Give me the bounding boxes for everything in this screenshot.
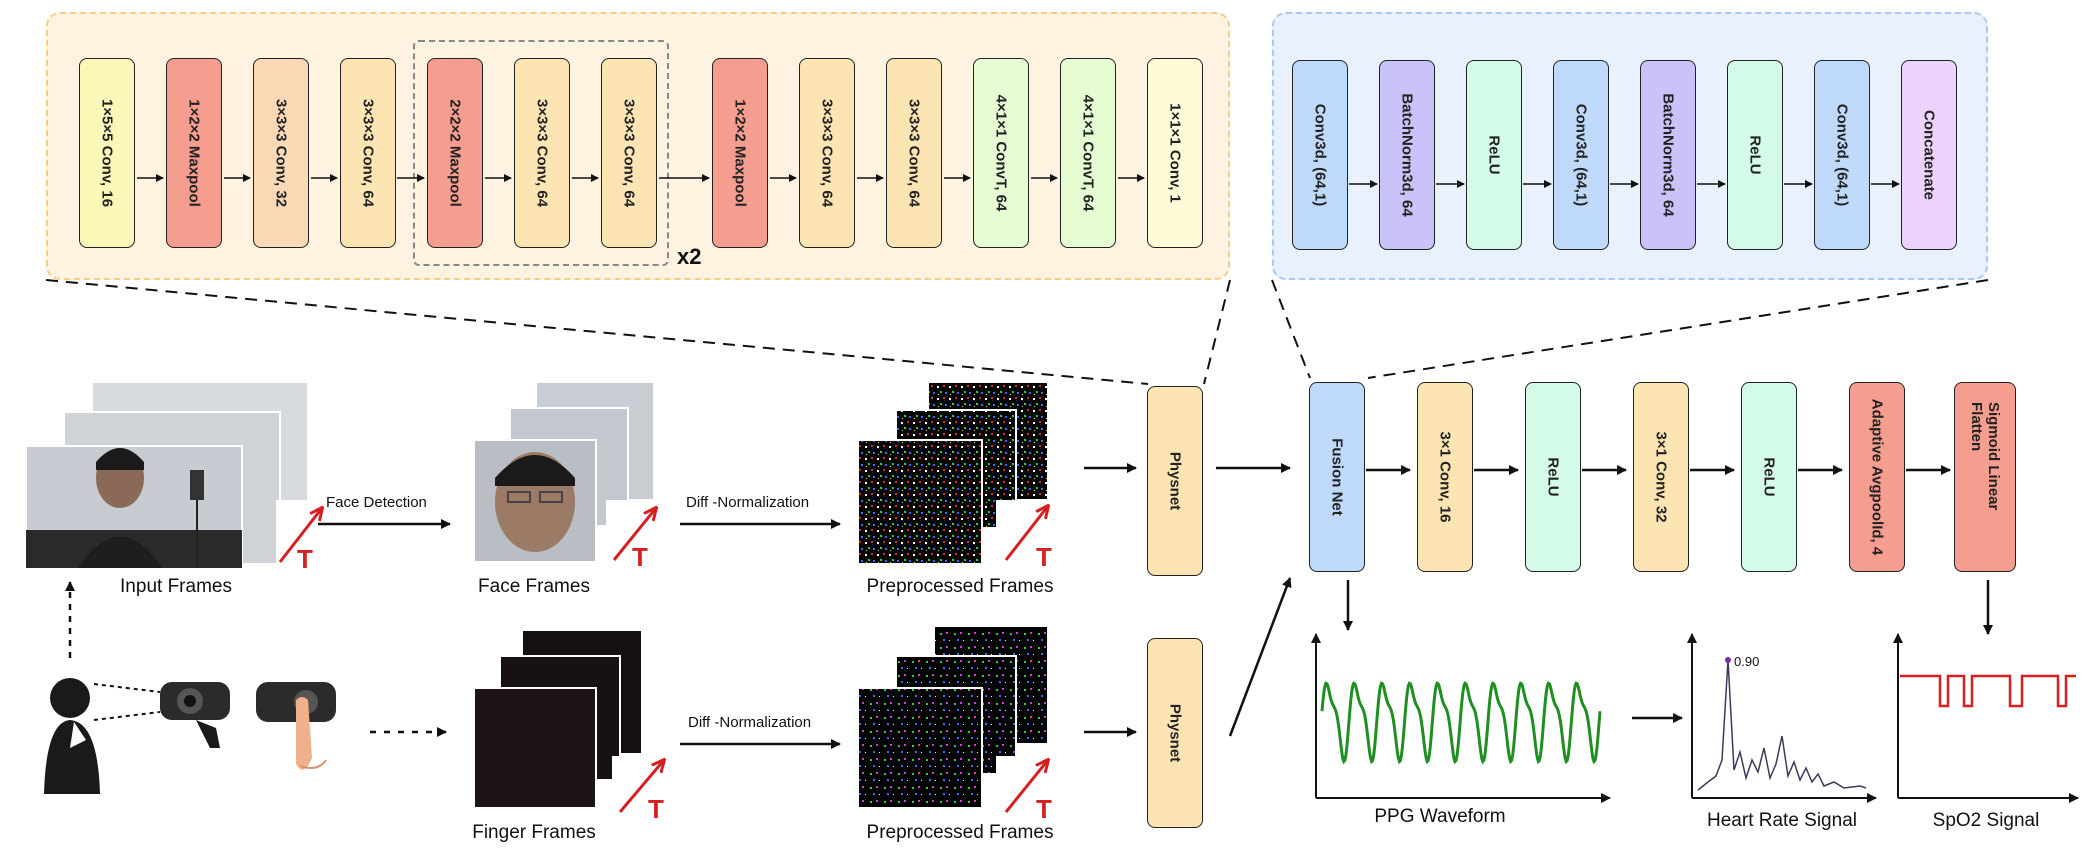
spo2-chart xyxy=(1893,633,2079,803)
zoom-lines xyxy=(45,279,1989,385)
pipeline-arrows xyxy=(65,463,1993,749)
spo2-square-wave xyxy=(1900,674,2076,708)
time-label-prep-bottom: T xyxy=(1036,794,1052,824)
fusion-layer-1: Conv3d, (64,1) xyxy=(1292,60,1348,250)
time-label-prep-top: T xyxy=(1036,542,1052,572)
physnet-layer-2: 1×2×2 Maxpool xyxy=(166,58,222,248)
hr-spectrum-line xyxy=(1697,659,1867,791)
physnet-block-top: Physnet xyxy=(1147,386,1203,576)
head-layer-conv32: 3×1 Conv, 32 xyxy=(1633,382,1689,572)
head-layer-fusion-net: Fusion Net xyxy=(1309,382,1365,572)
red-time-arrow-input xyxy=(276,500,330,566)
fusion-layer-5: BatchNorm3d, 64 xyxy=(1640,60,1696,250)
head-layer-output: Sigmoid Linear Flatten xyxy=(1954,382,2016,572)
physnet-layer-4: 3×3×3 Conv, 64 xyxy=(340,58,396,248)
fusion-layer-4: Conv3d, (64,1) xyxy=(1553,60,1609,250)
time-label-face: T xyxy=(632,542,648,572)
camera-sight-lines xyxy=(93,683,161,721)
physnet-layer-9: 3×3×3 Conv, 64 xyxy=(799,58,855,248)
physnet-layer-5: 2×2×2 Maxpool xyxy=(427,58,483,248)
fusion-layer-2: BatchNorm3d, 64 xyxy=(1379,60,1435,250)
head-layer-avgpool: Adaptive AvgpoolId, 4 xyxy=(1849,382,1905,572)
physnet-layer-3: 3×3×3 Conv, 32 xyxy=(253,58,309,248)
hr-peak-marker xyxy=(1725,657,1731,663)
input-frames-stack xyxy=(25,381,309,569)
face-detection-label: Face Detection xyxy=(326,494,427,511)
ppg-chart xyxy=(1311,633,1611,803)
person-icon xyxy=(44,678,100,794)
face-frames-label: Face Frames xyxy=(478,576,590,597)
input-frames-label: Input Frames xyxy=(120,576,232,597)
red-time-arrow-prep-bottom xyxy=(996,756,1054,818)
fusion-layer-3: ReLU xyxy=(1466,60,1522,250)
preprocessed-frames-top-label: Preprocessed Frames xyxy=(866,576,1054,597)
head-layer-relu-2: ReLU xyxy=(1741,382,1797,572)
physnet-layer-13: 1×1×1 Conv, 1 xyxy=(1147,58,1203,248)
red-time-arrow-prep-top xyxy=(996,500,1054,566)
head-layer-conv16: 3×1 Conv, 16 xyxy=(1417,382,1473,572)
physnet-layer-12: 4×1×1 ConvT, 64 xyxy=(1060,58,1116,248)
red-time-arrow-finger xyxy=(612,756,670,818)
head-layer-relu-1: ReLU xyxy=(1525,382,1581,572)
fusion-layer-6: ReLU xyxy=(1727,60,1783,250)
diff-normalization-bottom-label: Diff -Normalization xyxy=(688,714,812,731)
preprocessed-frames-bottom-label: Preprocessed Frames xyxy=(866,822,1054,843)
physnet-layer-10: 3×3×3 Conv, 64 xyxy=(886,58,942,248)
face-frames-stack xyxy=(473,381,655,563)
fusion-layer-7: Conv3d, (64,1) xyxy=(1814,60,1870,250)
physnet-layer-1: 1×5×5 Conv, 16 xyxy=(79,58,135,248)
red-time-arrow-face xyxy=(606,500,660,566)
repeat-label: x2 xyxy=(677,244,702,269)
heart-rate-signal-label: Heart Rate Signal xyxy=(1707,810,1857,831)
finger-frames-label: Finger Frames xyxy=(472,822,596,843)
finger-frames-stack xyxy=(473,629,643,809)
fusion-layer-8: Concatenate xyxy=(1901,60,1957,250)
physnet-layer-11: 4×1×1 ConvT, 64 xyxy=(973,58,1029,248)
webcam-finger-icon xyxy=(256,682,336,770)
preprocessed-frames-bottom-stack xyxy=(857,625,1049,809)
time-label-input: T xyxy=(297,544,313,574)
spo2-signal-label: SpO2 Signal xyxy=(1932,810,2040,831)
ppg-waveform-label: PPG Waveform xyxy=(1374,806,1506,827)
repeat-group-box xyxy=(413,40,669,266)
hr-chart xyxy=(1687,633,1877,803)
webcam-icon-face xyxy=(160,682,230,748)
physnet-layer-6: 3×3×3 Conv, 64 xyxy=(514,58,570,248)
physnet-layer-8: 1×2×2 Maxpool xyxy=(712,58,768,248)
physnet-layer-7: 3×3×3 Conv, 64 xyxy=(601,58,657,248)
time-label-finger: T xyxy=(648,794,664,824)
diff-normalization-top-label: Diff -Normalization xyxy=(686,494,810,511)
physnet-block-bottom: Physnet xyxy=(1147,638,1203,828)
hr-peak-value-label: 0.90 xyxy=(1734,654,1760,669)
preprocessed-frames-top-stack xyxy=(857,381,1049,565)
ppg-waveform-line xyxy=(1320,681,1602,765)
